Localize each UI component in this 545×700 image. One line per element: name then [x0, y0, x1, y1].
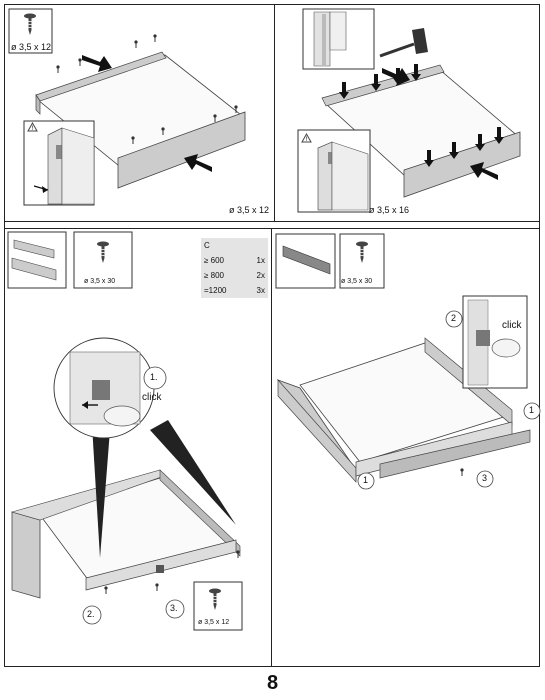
step-3-left: 3.	[170, 603, 178, 613]
divider-vertical-top	[274, 4, 275, 221]
warning-mark-1: !	[32, 126, 34, 132]
divider-horizontal-2	[4, 228, 540, 229]
step-2-left: 2.	[87, 609, 95, 619]
page-number: 8	[266, 672, 279, 694]
click-label-right: click	[502, 320, 522, 331]
screw-size-5: ø 3,5 x 30	[341, 278, 373, 285]
screw-size-1: ø 3,5 x 12	[11, 42, 52, 52]
panel-bottom-left	[7, 231, 262, 631]
table-row: ≥ 600 1x	[204, 256, 265, 265]
quantity-table: C ≥ 600 1x ≥ 800 2x =1200 3x	[201, 238, 268, 298]
screw-size-2: ø 3,5 x 12	[229, 205, 270, 215]
screw-size-3: ø 3,5 x 16	[369, 205, 410, 215]
panel-bottom-right	[275, 233, 541, 490]
table-row: ≥ 800 2x	[204, 271, 265, 280]
table-row: =1200 3x	[204, 286, 265, 295]
step-2-right: 2	[451, 313, 457, 323]
bracket-icon	[245, 238, 268, 253]
page-frame	[4, 4, 540, 667]
table-header: C	[204, 241, 210, 250]
step-1-right-b: 1	[529, 405, 535, 415]
panel-top-right: !	[297, 8, 521, 213]
step-1-left: 1.	[150, 372, 158, 382]
screw-size-4: ø 3,5 x 30	[84, 278, 116, 285]
panel-top-left: !	[8, 8, 246, 206]
click-label-left: click	[142, 392, 162, 403]
step-3-right: 3	[482, 473, 488, 483]
divider-horizontal	[4, 221, 540, 222]
screw-size-6: ø 3,5 x 12	[198, 619, 230, 626]
warning-mark-2: !	[306, 137, 308, 143]
step-1-right-a: 1	[363, 475, 369, 485]
divider-vertical-bottom	[271, 228, 272, 667]
